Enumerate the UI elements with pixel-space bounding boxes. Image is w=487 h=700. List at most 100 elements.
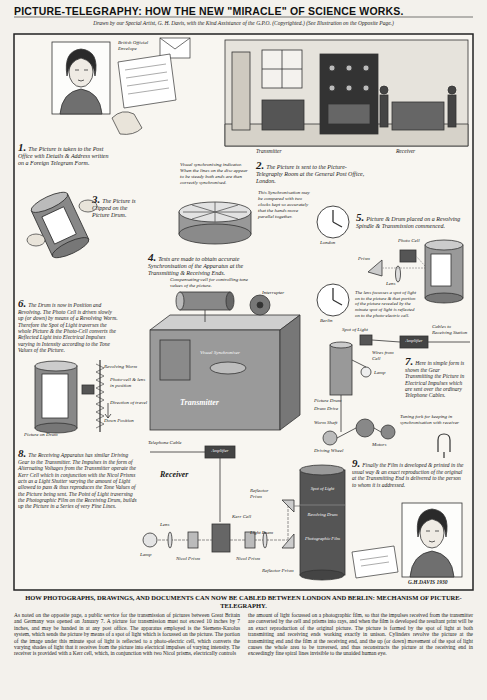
step-number: 7.: [405, 355, 413, 367]
scanning-optics-part: [400, 250, 416, 262]
receiver-schematic-part: [205, 446, 235, 458]
telegraphy-room-part: [232, 52, 250, 130]
telegraphy-room-part: [448, 95, 456, 127]
scanning-optics-part: [425, 240, 463, 250]
part-label: Spot of Light: [342, 327, 376, 333]
hand: [112, 112, 142, 135]
step-number: 6.: [18, 297, 26, 309]
part-label: Spot of Light: [301, 486, 344, 491]
clock: [317, 206, 349, 316]
telegraphy-room-part: [262, 69, 302, 70]
receiver-schematic-part: [288, 505, 289, 540]
part-label: Lens: [386, 281, 406, 287]
telegraphy-room-part: [329, 65, 335, 71]
transmitter-cabinet-part: [180, 292, 230, 310]
step-text: Here in simple form is shown the Gear Tr…: [405, 360, 464, 398]
transmitter-schematic-part: [330, 345, 352, 395]
telegraphy-room-part: [328, 104, 370, 124]
step-box: 7.Here in simple form is shown the Gear …: [405, 356, 467, 399]
part-label: Kerr Cell: [232, 514, 260, 520]
portrait-photo-part: [66, 49, 96, 76]
step-text: Picture & Drum placed on a Revolving Spi…: [356, 216, 460, 229]
transmitter-schematic-part: [356, 419, 374, 437]
step-number: 4.: [148, 251, 156, 263]
transmitter-schematic-part: [360, 335, 372, 345]
hand-part: [112, 112, 142, 135]
transmitter-schematic-part: [381, 425, 395, 439]
part-label: Receiver: [396, 148, 436, 154]
step-text: The Picture is taken to the Post Office …: [18, 146, 109, 166]
transmitter-schematic-part: [400, 336, 428, 348]
transmitter-cabinet: [150, 292, 300, 430]
telegraphy-room-part: [225, 40, 468, 146]
portrait-print-part: [417, 509, 447, 537]
receiving-drum-part: [300, 505, 345, 506]
step-text: The Receiving Apparatus has similar Driv…: [18, 452, 137, 509]
telegraphy-room: [225, 40, 468, 146]
part-label: Direction of travel: [110, 400, 148, 406]
step-box: 3.The Picture is Clipped on the Picture …: [92, 194, 144, 219]
transmitter-cabinet-part: [250, 295, 270, 315]
receiver-schematic: [143, 446, 300, 552]
step-box: 6.The Drum is now in Position and Revolv…: [18, 298, 118, 353]
transmitter-cabinet-part: [226, 292, 234, 310]
part-label: Receiver: [160, 470, 220, 479]
portrait-photo-part: [52, 42, 110, 114]
part-label: Amplifier: [205, 448, 235, 453]
part-label: British Official Envelope: [118, 40, 158, 52]
step-number: 5.: [356, 211, 364, 223]
part-label: Cables to Receiving Station: [432, 324, 470, 336]
part-label: Visual Synchroniser: [200, 350, 260, 356]
step-number: 3.: [92, 193, 100, 205]
telegraphy-room-part: [346, 65, 352, 71]
part-label: Lens: [160, 522, 180, 528]
hands-part: [27, 234, 45, 246]
receiver-schematic-part: [168, 532, 172, 548]
transmitter-cabinet-part: [176, 292, 184, 310]
clock-part: [333, 210, 342, 227]
delivery-envelope-part: [360, 556, 389, 566]
part-label: Berlin: [320, 318, 350, 324]
frame: [14, 34, 473, 590]
step-box: 9.Finally the Film is developed & printe…: [352, 458, 464, 488]
delivery-envelope-part: [352, 546, 398, 578]
step-box: 5.Picture & Drum placed on a Revolving S…: [356, 212, 464, 230]
portrait-photo-part: [60, 89, 102, 114]
scanning-optics-part: [382, 256, 425, 268]
telegram-form: [118, 54, 176, 108]
telegraphy-room-part: [363, 65, 369, 71]
step-box: 4.Tests are made to obtain accurate Sync…: [148, 252, 266, 277]
scanning-optics-part: [425, 293, 463, 303]
transmitter-cabinet-part: [150, 315, 300, 330]
step-number: 8.: [18, 447, 26, 459]
scanning-drum-part: [35, 366, 77, 428]
clock-part: [317, 206, 349, 238]
scanning-optics-part: [425, 245, 463, 298]
part-label: Interrupter: [262, 290, 296, 296]
part-label: Drawn by our Special Artist, G. H. Davis…: [14, 20, 473, 26]
receiver-schematic-part: [220, 458, 221, 522]
receiver-schematic-part: [188, 532, 198, 548]
part-label: Prism: [358, 256, 382, 262]
official-envelope-part: [160, 38, 190, 49]
part-label: This Synchronisation may be compared wit…: [258, 190, 314, 219]
portrait-photo: [52, 42, 110, 114]
telegram-form-part: [125, 64, 169, 94]
step-text: The Drum is now in Position and Revolvin…: [18, 302, 118, 353]
transmitter-schematic-part: [330, 342, 352, 348]
caption: HOW PHOTOGRAPHS, DRAWINGS, AND DOCUMENTS…: [14, 594, 473, 610]
scanning-drum-part: [42, 374, 68, 418]
synchroniser-disc-part: [179, 224, 251, 244]
part-label: Reflector Prism: [262, 568, 298, 574]
part-label: Worm Shaft: [314, 420, 354, 426]
telegraphy-room-part: [448, 86, 456, 94]
scanning-drum-part: [99, 360, 100, 432]
frame-part: [14, 34, 473, 590]
part-label: Motors: [372, 442, 402, 448]
part-label: Photographic Film: [301, 536, 344, 541]
clock-part: [317, 284, 349, 316]
step-number: 1.: [18, 141, 26, 153]
receiving-drum-part: [300, 465, 344, 475]
telegraphy-room-part: [380, 95, 388, 127]
